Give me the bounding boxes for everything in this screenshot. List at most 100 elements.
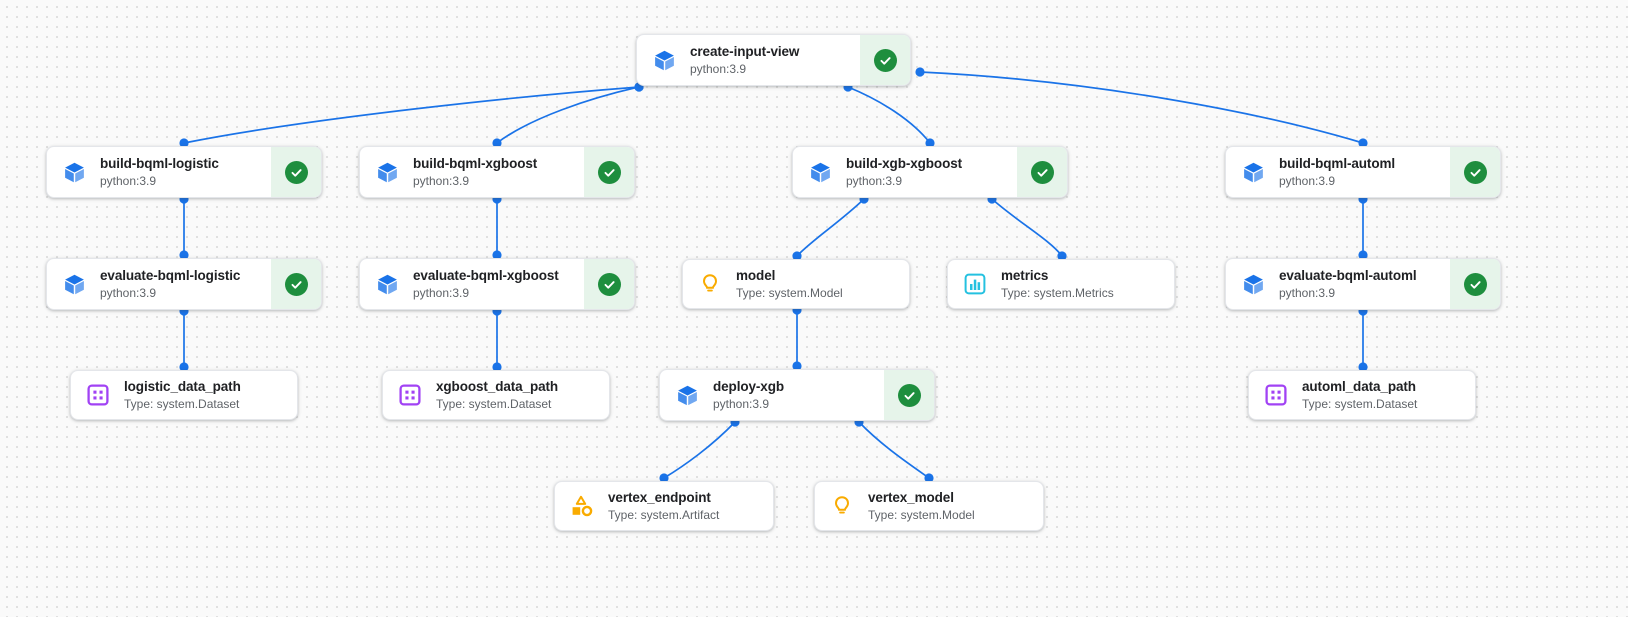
cube-icon <box>61 159 87 185</box>
edge-build-xgb-xgboost-to-model <box>796 198 865 257</box>
task-node-evaluate-bqml-xgboost[interactable]: evaluate-bqml-xgboost python:3.9 <box>359 258 635 310</box>
edge-deploy-xgb-to-vertex_model <box>858 421 930 479</box>
bar-chart-icon <box>962 271 988 297</box>
node-subtitle: Type: system.Model <box>736 285 843 300</box>
check-circle-icon <box>597 272 621 296</box>
cube-icon <box>1240 271 1266 297</box>
task-node-build-bqml-xgboost[interactable]: build-bqml-xgboost python:3.9 <box>359 146 635 198</box>
status-panel <box>584 259 634 309</box>
node-body: evaluate-bqml-logistic python:3.9 <box>47 259 271 309</box>
node-title: evaluate-bqml-xgboost <box>413 267 559 283</box>
task-node-build-bqml-logistic[interactable]: build-bqml-logistic python:3.9 <box>46 146 322 198</box>
node-title: deploy-xgb <box>713 378 785 394</box>
node-subtitle: python:3.9 <box>690 61 747 76</box>
dataset-grid-icon <box>397 382 423 408</box>
task-node-build-bqml-automl[interactable]: build-bqml-automl python:3.9 <box>1225 146 1501 198</box>
node-title: vertex_model <box>868 489 954 505</box>
node-subtitle: Type: system.Dataset <box>436 396 552 411</box>
check-circle-icon <box>1463 160 1487 184</box>
edge-create-input-view-to-build-bqml-xgboost <box>496 86 640 144</box>
node-subtitle: python:3.9 <box>413 173 470 188</box>
edge-deploy-xgb-to-vertex_endpoint <box>663 421 736 479</box>
node-title: automl_data_path <box>1302 378 1416 394</box>
node-title: build-bqml-logistic <box>100 155 219 171</box>
edge-create-input-view-to-build-xgb-xgboost <box>847 86 931 144</box>
cube-icon <box>674 382 700 408</box>
node-title: build-bqml-automl <box>1279 155 1396 171</box>
node-title: evaluate-bqml-logistic <box>100 267 241 283</box>
node-subtitle: Type: system.Model <box>868 507 975 522</box>
status-panel <box>271 259 321 309</box>
node-subtitle: Type: system.Metrics <box>1001 285 1114 300</box>
edge-endpoint-dot <box>915 67 925 77</box>
edge-build-xgb-xgboost-to-metrics <box>991 198 1063 257</box>
node-body: evaluate-bqml-xgboost python:3.9 <box>360 259 584 309</box>
status-panel <box>860 35 910 85</box>
task-node-create-input-view[interactable]: create-input-view python:3.9 <box>636 34 911 86</box>
lightbulb-icon <box>829 493 855 519</box>
check-circle-icon <box>873 48 897 72</box>
status-panel <box>884 370 934 420</box>
task-node-evaluate-bqml-logistic[interactable]: evaluate-bqml-logistic python:3.9 <box>46 258 322 310</box>
node-text: create-input-view python:3.9 <box>690 44 799 77</box>
cube-icon <box>374 159 400 185</box>
node-body: build-bqml-automl python:3.9 <box>1226 147 1450 197</box>
node-text: build-bqml-logistic python:3.9 <box>100 156 219 189</box>
node-title: vertex_endpoint <box>608 489 711 505</box>
shapes-icon <box>569 493 595 519</box>
node-subtitle: python:3.9 <box>100 173 157 188</box>
node-subtitle: python:3.9 <box>413 285 470 300</box>
node-subtitle: python:3.9 <box>100 285 157 300</box>
edge-create-input-view-to-build-bqml-automl <box>919 71 1364 144</box>
dataset-grid-icon <box>85 382 111 408</box>
cube-icon <box>374 271 400 297</box>
status-panel <box>1017 147 1067 197</box>
node-subtitle: python:3.9 <box>1279 173 1336 188</box>
cube-icon <box>807 159 833 185</box>
status-panel <box>1450 147 1500 197</box>
node-subtitle: Type: system.Dataset <box>1302 396 1418 411</box>
node-title: model <box>736 267 776 283</box>
node-title: build-bqml-xgboost <box>413 155 538 171</box>
check-circle-icon <box>284 160 308 184</box>
node-text: build-bqml-automl python:3.9 <box>1279 156 1395 189</box>
node-subtitle: Type: system.Dataset <box>124 396 240 411</box>
node-title: create-input-view <box>690 43 800 59</box>
check-circle-icon <box>1030 160 1054 184</box>
check-circle-icon <box>1463 272 1487 296</box>
node-text: build-bqml-xgboost python:3.9 <box>413 156 537 189</box>
node-subtitle: Type: system.Artifact <box>608 507 720 522</box>
check-circle-icon <box>597 160 621 184</box>
cube-icon <box>1240 159 1266 185</box>
check-circle-icon <box>897 383 921 407</box>
edge-create-input-view-to-build-bqml-logistic <box>183 86 640 144</box>
